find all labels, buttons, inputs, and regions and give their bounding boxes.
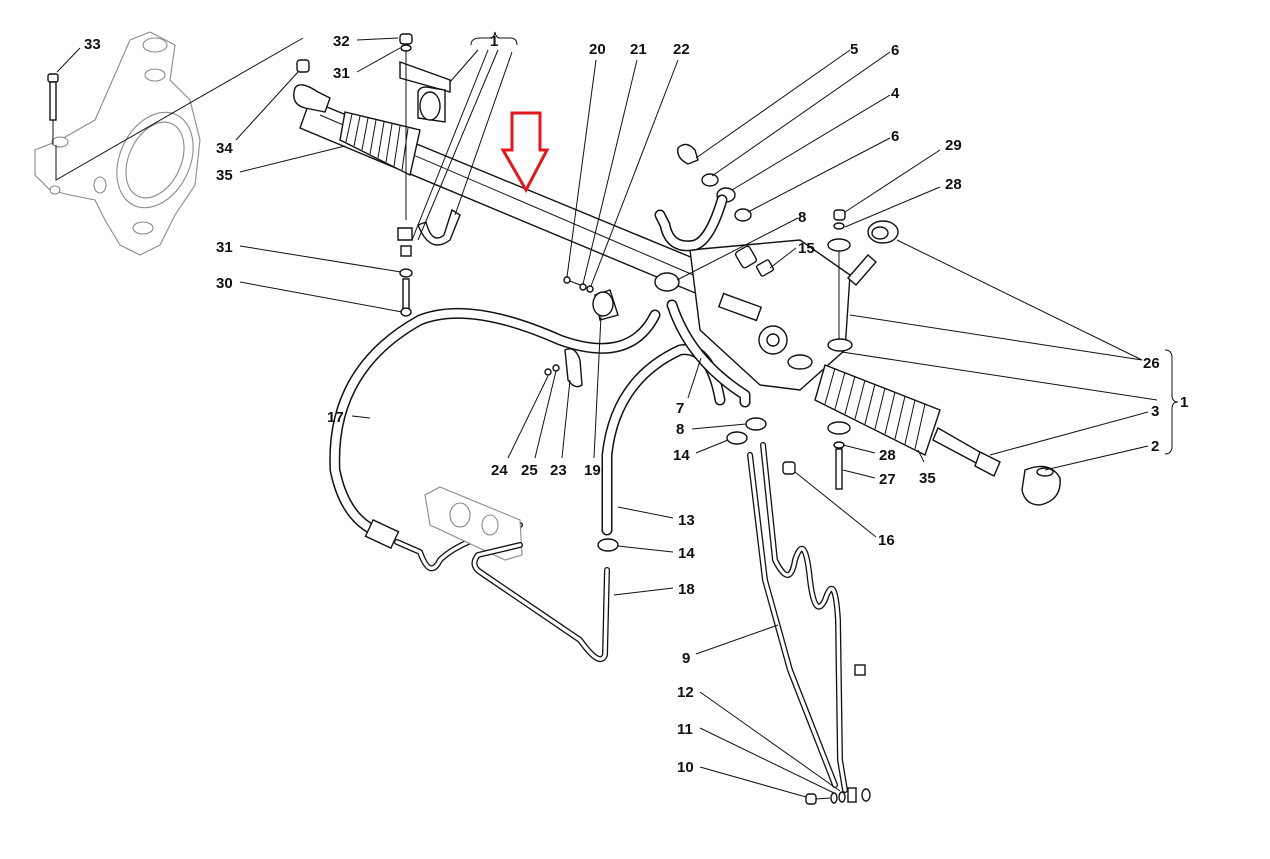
hose-13: [601, 344, 726, 536]
callout-8: 8: [798, 209, 806, 226]
callout-35: 35: [216, 167, 233, 184]
pipe-18: [471, 542, 610, 662]
callout-33: 33: [84, 36, 101, 53]
bolt-33: [47, 73, 59, 145]
steering-knuckle: [34, 31, 201, 256]
callout-30: 30: [216, 275, 233, 292]
callout-10: 10: [677, 759, 694, 776]
callout-19: 19: [584, 462, 601, 479]
cap-16: [782, 461, 796, 475]
clamp-14-upper: [726, 431, 748, 445]
callout-1: 1: [1180, 394, 1188, 411]
callout-7: 7: [676, 400, 684, 417]
callout-27: 27: [879, 471, 896, 488]
callout-18: 18: [678, 581, 695, 598]
callout-3: 3: [1151, 403, 1159, 420]
callout-labels: 33 32 31 1 34 35 31 30 20 21 22 5 6 4 6 …: [84, 33, 1188, 776]
leader-lines: [56, 31, 1179, 798]
nut-34: [296, 59, 310, 73]
callout-21: 21: [630, 41, 647, 58]
callout-16: 16: [878, 532, 895, 549]
cooler-pipe-9b: [747, 452, 838, 788]
ring-8: [654, 272, 680, 292]
callout-11: 11: [677, 721, 693, 738]
callout-8: 8: [676, 421, 684, 438]
hose-17-connector: [364, 518, 400, 550]
callout-9: 9: [682, 650, 690, 667]
callout-28: 28: [945, 176, 962, 193]
callout-6: 6: [891, 128, 899, 145]
callout-28: 28: [879, 447, 896, 464]
callout-15: 15: [798, 240, 815, 257]
callout-29: 29: [945, 137, 962, 154]
callout-23: 23: [550, 462, 567, 479]
callout-14: 14: [678, 545, 695, 562]
pipe-bracket: [424, 486, 523, 561]
right-boot: [814, 364, 941, 456]
clamp-lower: [397, 208, 461, 246]
callout-2: 2: [1151, 438, 1159, 455]
fasteners-10-12: [805, 787, 871, 805]
callout-25: 25: [521, 462, 538, 479]
clamp-14-lower: [597, 538, 619, 552]
callout-6: 6: [891, 42, 899, 59]
mount-bushing-lower: [827, 421, 851, 490]
bolt-20-22: [563, 276, 594, 293]
callout-12: 12: [677, 684, 694, 701]
callout-5: 5: [850, 41, 858, 58]
highlight-arrow-icon: [500, 111, 550, 194]
callout-1: 1: [490, 33, 498, 50]
callout-20: 20: [589, 41, 606, 58]
clamp-upper: [399, 61, 451, 123]
callout-17: 17: [327, 409, 344, 426]
tab-bracket: [854, 664, 866, 676]
callout-34: 34: [216, 140, 233, 157]
knuckle-link-line: [55, 37, 304, 181]
mount-bushing-upper: [827, 209, 851, 340]
callout-35: 35: [919, 470, 936, 487]
callout-24: 24: [491, 462, 508, 479]
callout-26: 26: [1143, 355, 1160, 372]
callout-13: 13: [678, 512, 695, 529]
callout-31: 31: [216, 239, 233, 256]
left-boot: [339, 111, 421, 177]
callout-4: 4: [891, 85, 900, 102]
fitting-15: [734, 245, 775, 277]
callout-32: 32: [333, 33, 350, 50]
callout-31: 31: [333, 65, 350, 82]
callout-22: 22: [673, 41, 690, 58]
callout-14: 14: [673, 447, 690, 464]
bracket-23: [544, 348, 583, 388]
steering-rack: [293, 84, 1061, 506]
ring-8-lower: [745, 417, 767, 431]
bolt-stack-30-32: [399, 33, 413, 317]
